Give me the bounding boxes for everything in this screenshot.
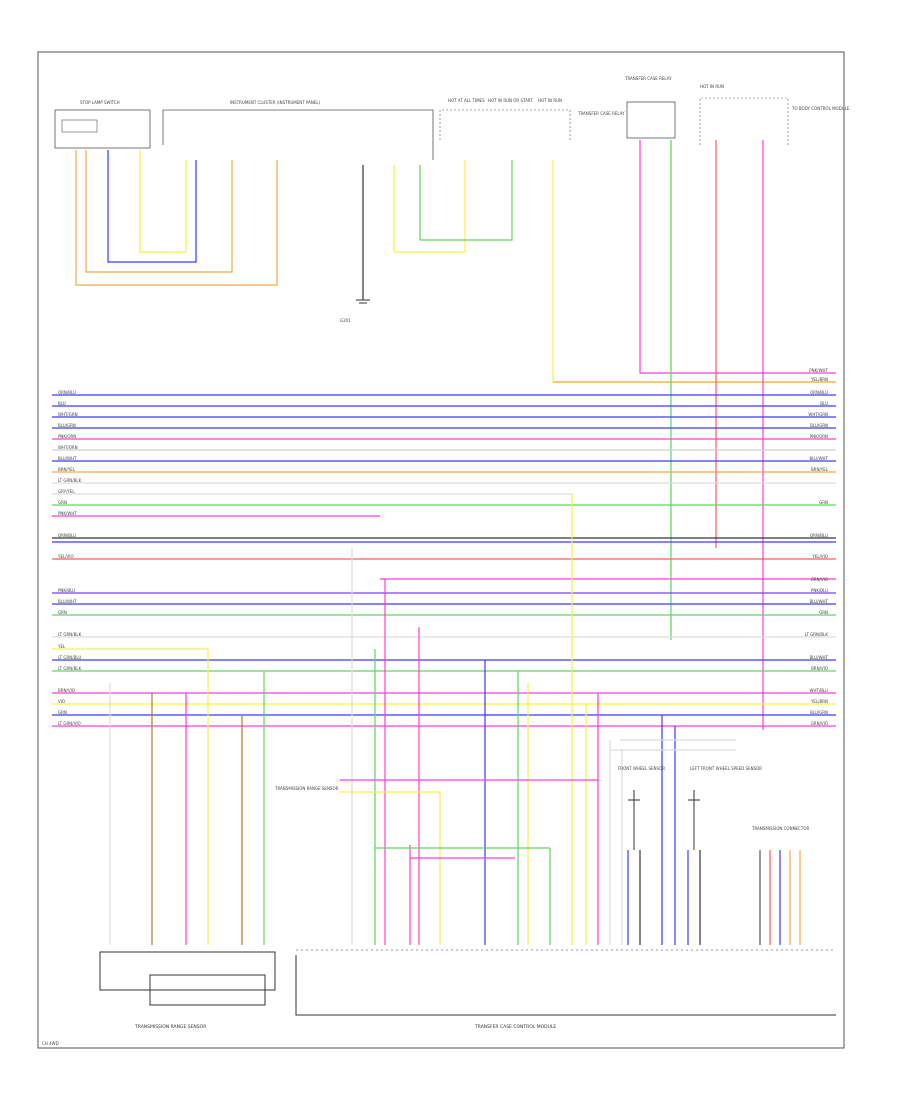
bus-labels-right: PNK/WHT YEL/BRN ORN/BLU BLU WHT/GRN BLU/… [805,368,829,726]
bus-label-right: BRN/VIO [811,577,828,582]
bus-label-right: YEL/BRN [810,377,828,382]
stop-lamp-switch-label: STOP LAMP SWITCH [80,100,120,105]
bus-label-right: GRN/VIO [811,721,828,726]
bus-label-left: BLU/GRN [58,423,76,428]
hot-in-run-box: HOT IN RUN TO BODY CONTROL MODULE [699,84,850,145]
bus-label-right: YEL/BRN [810,699,828,704]
bus-label-right: ORN/BLU [810,533,828,538]
bus-label-left: LT GRN/BLK [58,666,82,671]
bus-label-left: LT GRN/BLU [58,655,81,660]
fuse-4-label: HOT IN RUN [700,84,724,89]
relay-label: TRANSFER CASE RELAY [624,76,672,81]
left-front-sensor-label: LEFT FRONT WHEEL SPEED SENSOR [690,766,762,771]
right-note-label: TO BODY CONTROL MODULE [791,106,850,111]
bus-label-right: BLU/WHT [810,599,829,604]
bus-label-right: BLU [820,401,828,406]
transmission-connector-label: TRANSMISSION CONNECTOR [751,826,809,831]
bus-label-left: GRY/YEL [58,489,75,494]
fuse-3-label: HOT IN RUN [538,98,562,103]
bus-drops [109,494,676,945]
bus-label-right: WHT/GRN [808,412,828,417]
bus-label-left: WHT/GRN [58,412,78,417]
bus-label-right: YEL/VIO [811,554,828,559]
fuse-1-label: HOT AT ALL TIMES [448,98,485,103]
bus-label-left: BLU/WHT [58,456,77,461]
bus-label-left: ORN/BLU [58,533,76,538]
bus-label-left: LT GRN/BLK [58,632,82,637]
ground-label: G201 [340,318,351,323]
instrument-cluster-label: INSTRUMENT CLUSTER (INSTRUMENT PANEL) [230,100,321,105]
fuse-box-row: HOT AT ALL TIMES HOT IN RUN OR START HOT… [439,98,625,140]
bus-label-left: PNK/BLU [58,588,75,593]
left-front-sensor: LEFT FRONT WHEEL SPEED SENSOR [688,766,762,850]
bus-label-left: PNK/ORN [58,434,76,439]
bus-label-left: BRN/VIO [58,688,75,693]
top-left-loops [75,150,513,286]
bus-label-right: WHT/BLU [810,688,829,693]
bus-label-right: GRN [819,500,828,505]
trs-caption: TRANSMISSION RANGE SENSOR [134,1024,206,1030]
bus-label-right: PNK/BLU [811,588,828,593]
bus-lines [52,394,836,727]
bus-label-left: VIO [58,699,65,704]
bus-label-right: ORN/BLU [810,390,828,395]
bus-label-right: BLU/GRN [810,710,828,715]
transmission-range-sensor-module: TRANSMISSION RANGE SENSOR [99,951,276,1030]
bus-label-left: GRN [58,500,67,505]
bus-label-right: PNK/ORN [810,434,828,439]
bus-label-left: YEL [57,644,66,649]
bus-label-left: BLU [58,401,66,406]
bus-label-right: BRN/VIO [811,666,828,671]
bus-label-right: PNK/WHT [809,368,828,373]
transfer-case-relay: TRANSFER CASE RELAY [624,76,676,139]
bus-label-left: GRN [58,610,67,615]
sensor-crossings [340,739,736,859]
top-verticals [552,140,836,730]
bus-label-right: BRN/YEL [811,467,829,472]
diagram-frame [37,51,845,1049]
bus-label-right: BLU/WHT [810,456,829,461]
front-wheel-sensor: FRONT WHEEL SENSOR [618,766,665,850]
bus-label-left: BLU/WHT [58,599,77,604]
range-sensor-side-label: TRANSMISSION RANGE SENSOR [274,786,339,791]
transmission-connector: TRANSMISSION CONNECTOR [751,826,809,945]
bus-label-left: LT GRN/BLK [58,478,82,483]
bus-label-left: BRN/YEL [58,467,76,472]
transfer-case-control-module: TRANSFER CASE CONTROL MODULE [295,949,836,1030]
range-sensor-side: TRANSMISSION RANGE SENSOR [274,786,339,791]
sensor-dual-verticals [627,850,701,945]
footer-code: CH 4WD [42,1041,59,1046]
bus-label-right: LT GRN/BLK [805,632,829,637]
bus-label-right: BLU/WHT [810,655,829,660]
front-wheel-sensor-label: FRONT WHEEL SENSOR [618,766,665,771]
bus-label-right: BLU/GRN [810,423,828,428]
tccm-caption: TRANSFER CASE CONTROL MODULE [474,1024,556,1030]
bus-label-left: ORN/BLU [58,390,76,395]
bus-label-right: GRN [819,610,828,615]
relay-side-label: TRANSFER CASE RELAY [577,111,625,116]
bus-label-left: WHT/ORN [58,445,78,450]
instrument-cluster: INSTRUMENT CLUSTER (INSTRUMENT PANEL) [162,100,434,160]
bus-label-left: PNK/WHT [58,511,77,516]
bus-label-left: GRN [58,710,67,715]
bus-label-left: LT GRN/VIO [58,721,81,726]
ground-symbol: G201 [340,165,370,323]
bus-labels-left: ORN/BLU BLU WHT/GRN BLU/GRN PNK/ORN WHT/… [57,390,82,726]
stop-lamp-switch: STOP LAMP SWITCH [54,100,151,149]
fuse-2-label: HOT IN RUN OR START [488,98,533,103]
bus-label-left: YEL/VIO [57,554,74,559]
